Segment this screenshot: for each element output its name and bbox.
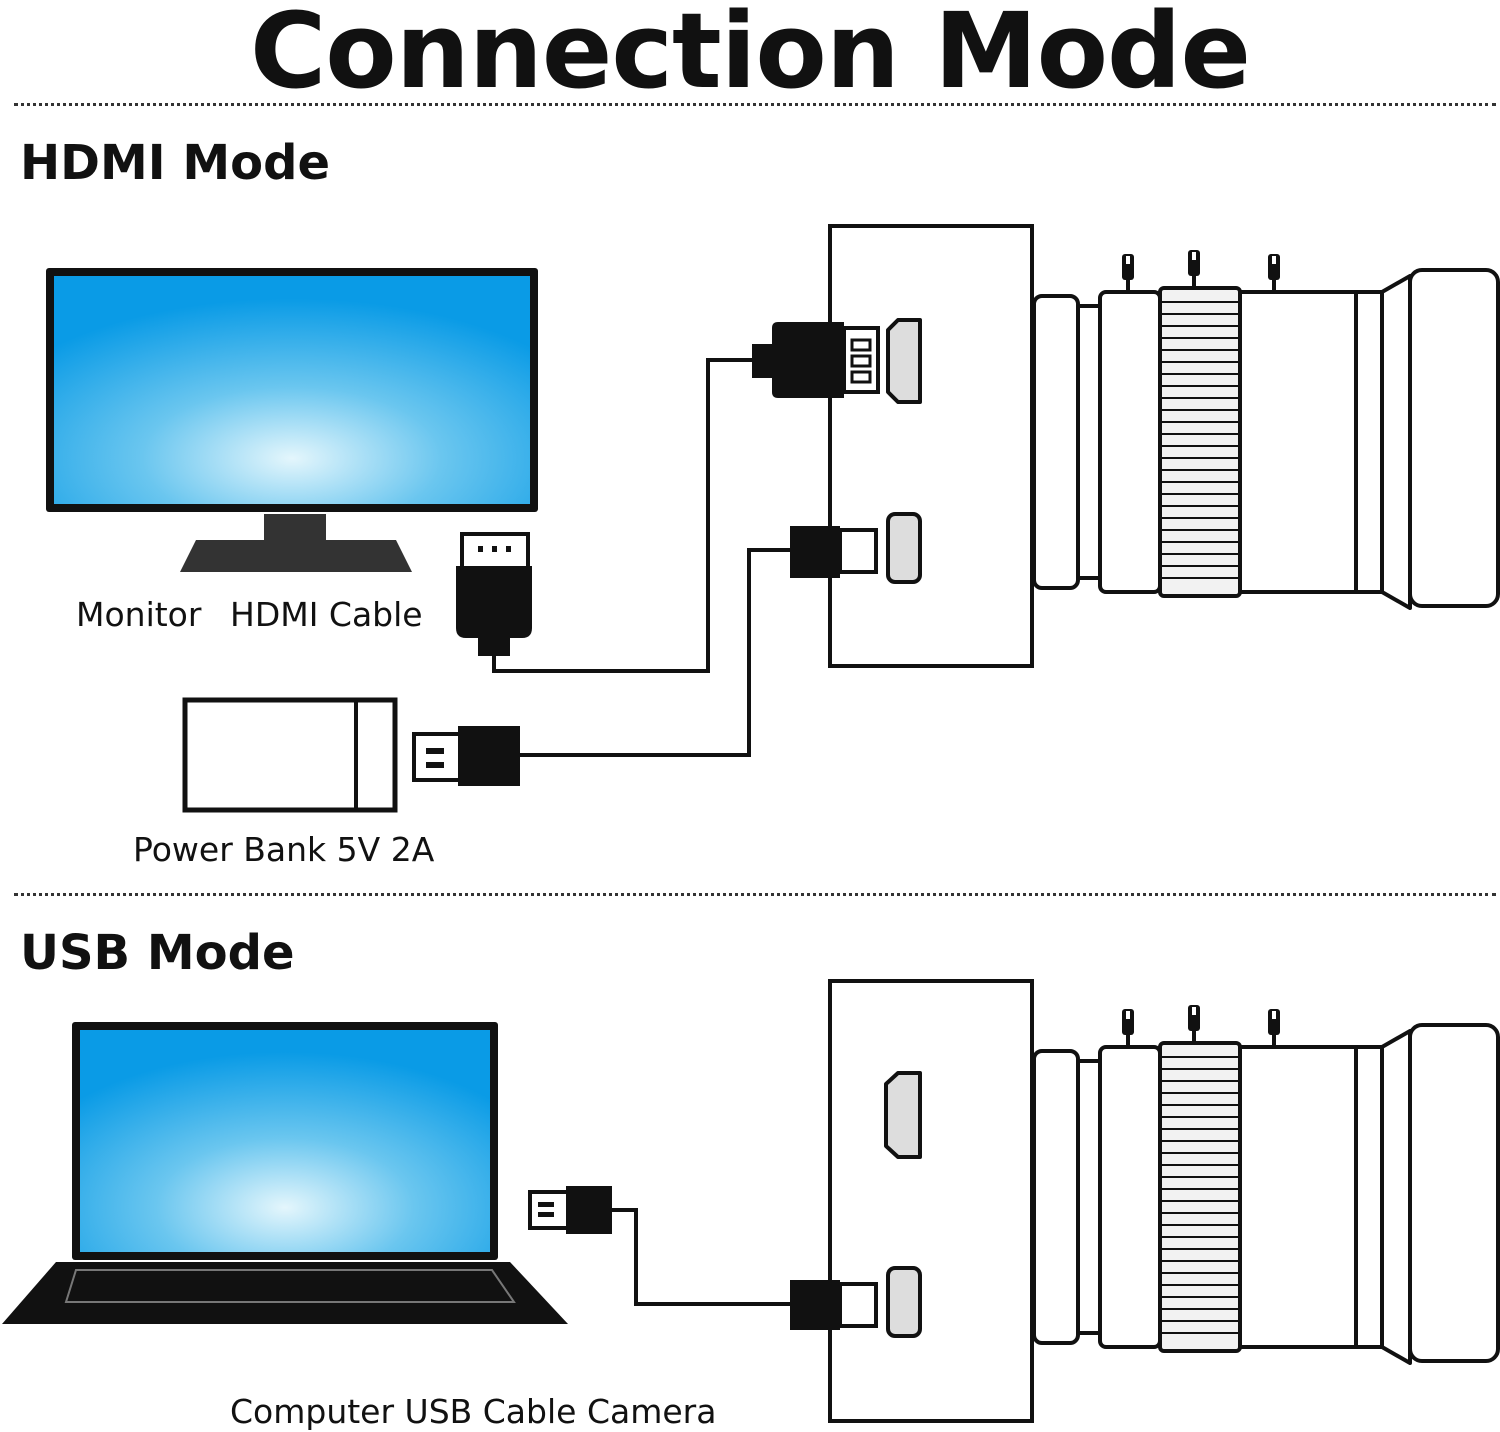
laptop-illustration	[2, 1022, 568, 1324]
hdmi-plug-illustration	[456, 532, 532, 656]
camera-body-hdmi	[752, 224, 1034, 668]
page-title: Connection Mode	[249, 0, 1251, 112]
usb-plug-illustration	[528, 1186, 612, 1234]
monitor-label: Monitor	[76, 595, 202, 634]
hdmi-mode-heading: HDMI Mode	[20, 135, 331, 191]
camera-lens-hdmi	[1032, 248, 1500, 610]
monitor-illustration	[46, 268, 538, 572]
power-bank-label: Power Bank 5V 2A	[133, 830, 435, 869]
camera-lens-usb	[1032, 1003, 1500, 1365]
hdmi-cable-label: HDMI Cable	[230, 595, 423, 634]
camera-body-usb	[790, 979, 1034, 1423]
top-divider	[14, 103, 1496, 106]
power-bank-illustration	[182, 697, 520, 813]
middle-divider	[14, 893, 1496, 896]
usb-mode-heading: USB Mode	[20, 925, 295, 981]
usb-mode-caption: Computer USB Cable Camera	[230, 1392, 717, 1431]
